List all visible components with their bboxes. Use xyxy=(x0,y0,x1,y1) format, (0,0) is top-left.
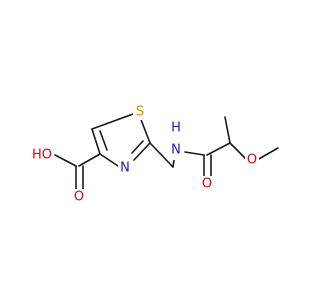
bond-s-c2 xyxy=(139,116,151,144)
bond-c5-s xyxy=(91,112,137,130)
ether-oxygen-label: O xyxy=(247,153,257,168)
bond-c2-ch2 xyxy=(149,142,174,168)
bond-c4-c5-inner xyxy=(99,130,108,151)
molecule-diagram: HO O S N H N O O xyxy=(30,104,279,205)
bond-ch-ch3 xyxy=(224,116,231,144)
amide-oxygen-label: O xyxy=(202,177,212,192)
structure-svg: HO O S N H N O O xyxy=(30,104,279,205)
bond-c-ring xyxy=(78,153,101,167)
ring-sulfur-label: S xyxy=(136,105,144,120)
ring-nitrogen-label: N xyxy=(120,161,130,176)
bond-c-oh xyxy=(54,154,77,167)
bond-c2-n3-inner xyxy=(131,140,144,154)
bond-o-ch3 xyxy=(256,147,279,161)
bonds xyxy=(54,112,279,191)
amide-hydrogen-label: H xyxy=(171,121,181,136)
carboxyl-oxygen-label: O xyxy=(74,190,84,205)
bond-c-ch xyxy=(206,142,231,156)
amide-nitrogen-label: N xyxy=(171,143,181,158)
atom-labels: HO O S N H N O O xyxy=(30,104,259,205)
bond-c2-n3 xyxy=(133,142,151,161)
bond-n3-c4 xyxy=(99,153,119,167)
hydroxyl-label: HO xyxy=(32,148,52,163)
bond-nh-c xyxy=(184,151,205,156)
bond-c4-c5 xyxy=(91,128,101,155)
bond-ch-o xyxy=(229,142,248,161)
